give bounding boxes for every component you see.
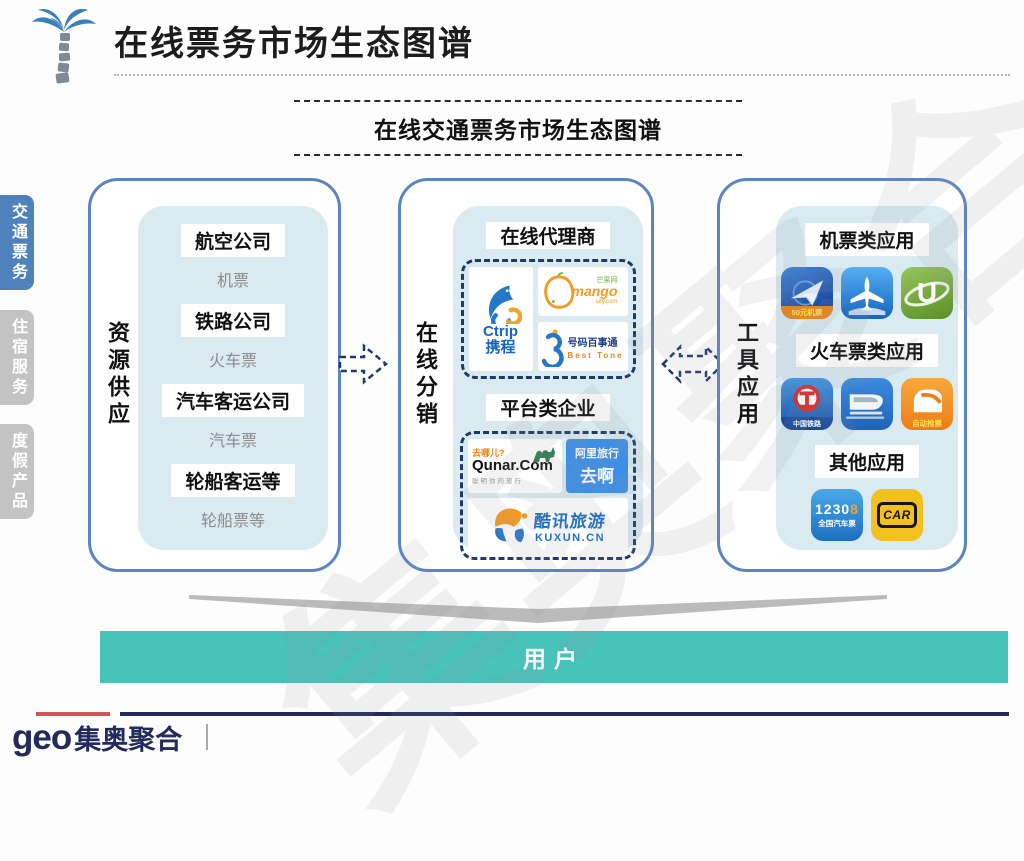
kuxun-fish-icon bbox=[495, 508, 528, 543]
sidebar-tab-transport-tickets[interactable]: 交通票务 bbox=[0, 195, 34, 290]
flight-apps-row: 50元机票 U bbox=[781, 267, 953, 319]
ota-header-box: 在线代理商 bbox=[486, 222, 610, 249]
geo-logo: geo 集奥聚合 bbox=[12, 718, 183, 757]
flight-apps-header-box: 机票类应用 bbox=[805, 223, 929, 256]
highspeed-train-app-icon bbox=[841, 378, 893, 430]
platform-logo-group: 去哪儿? Qunar.Com 聪明你的旅行 阿里旅行 去啊 酷讯旅游 bbox=[460, 431, 636, 560]
supply-row-note: 汽车票 bbox=[208, 433, 257, 450]
ctrip-logo: Ctrip 携程 bbox=[468, 267, 533, 371]
ticket-grabber-app-icon: 自动抢票 bbox=[901, 378, 953, 430]
distribution-column-label: 在线分销 bbox=[413, 321, 438, 429]
tools-panel: 机票类应用 50元机票 U bbox=[776, 206, 958, 550]
diagram-subtitle: 在线交通票务市场生态图谱 bbox=[294, 100, 742, 156]
supply-row-box: 汽车客运公司 bbox=[161, 384, 304, 417]
china-railway-app-icon: 中国铁路 bbox=[781, 378, 833, 430]
flight-deal-app-icon: 50元机票 bbox=[781, 267, 833, 319]
supply-row-box: 轮船客运等 bbox=[171, 464, 295, 497]
qunar-logo: 去哪儿? Qunar.Com 聪明你的旅行 bbox=[468, 439, 562, 493]
supply-row-note: 火车票 bbox=[208, 353, 257, 370]
arrow-right-icon bbox=[337, 341, 389, 392]
supply-row-box: 航空公司 bbox=[180, 224, 285, 257]
train-apps-row: 中国铁路 自动抢票 bbox=[781, 378, 953, 430]
airplane-app-icon bbox=[841, 267, 893, 319]
car-rental-app-icon: CAR bbox=[871, 489, 923, 541]
mango-logo: 芒果网 mango city.com bbox=[537, 267, 628, 316]
supply-row-box: 铁路公司 bbox=[180, 304, 285, 337]
palm-tree-logo-icon bbox=[26, 6, 102, 88]
title-divider bbox=[114, 74, 1010, 76]
qunar-camel-icon bbox=[533, 447, 555, 462]
supply-column: 资源供应 航空公司 机票 铁路公司 火车票 汽车客运公司 汽车票 轮船客运等 轮… bbox=[88, 178, 341, 572]
ctrip-dolphin-icon bbox=[488, 285, 522, 324]
platform-header-box: 平台类企业 bbox=[486, 394, 610, 421]
besttone-swirl-icon bbox=[541, 329, 564, 367]
supply-column-label: 资源供应 bbox=[105, 321, 130, 429]
distribution-column: 在线分销 在线代理商 Ctrip 携程 bbox=[398, 178, 654, 572]
umetrip-app-icon: U bbox=[901, 267, 953, 319]
besttone-logo: 号码百事通 Best Tone bbox=[537, 322, 628, 371]
page-title: 在线票务市场生态图谱 bbox=[114, 25, 474, 63]
funnel-chevron bbox=[185, 592, 891, 631]
footer-divider bbox=[206, 724, 208, 750]
footer-red-rule bbox=[36, 712, 110, 716]
user-bar: 用户 bbox=[100, 631, 1008, 683]
supply-panel: 航空公司 机票 铁路公司 火车票 汽车客运公司 汽车票 轮船客运等 轮船票等 bbox=[138, 206, 328, 550]
distribution-panel: 在线代理商 Ctrip 携程 bbox=[453, 206, 643, 560]
train-apps-header-box: 火车票类应用 bbox=[795, 334, 938, 367]
ota-logo-group: Ctrip 携程 芒果网 mango city.com bbox=[460, 259, 636, 379]
tools-column: 工具应用 机票类应用 50元机票 U bbox=[717, 178, 967, 572]
footer-navy-rule bbox=[120, 712, 1009, 716]
bus-ticket-app-icon: 12308 全国汽车票 bbox=[811, 489, 863, 541]
sidebar-tab-lodging[interactable]: 住宿服务 bbox=[0, 310, 34, 405]
other-apps-row: 12308 全国汽车票 CAR bbox=[811, 489, 923, 541]
mango-fruit-icon bbox=[543, 271, 574, 309]
tools-column-label: 工具应用 bbox=[734, 321, 759, 429]
kuxun-logo: 酷讯旅游 KUXUN.CN bbox=[468, 498, 628, 552]
sidebar-tab-vacation[interactable]: 度假产品 bbox=[0, 424, 34, 519]
other-apps-header-box: 其他应用 bbox=[814, 445, 919, 478]
alitrip-logo: 阿里旅行 去啊 bbox=[566, 439, 628, 493]
supply-row-note: 机票 bbox=[216, 273, 249, 290]
supply-row-note: 轮船票等 bbox=[200, 513, 265, 530]
